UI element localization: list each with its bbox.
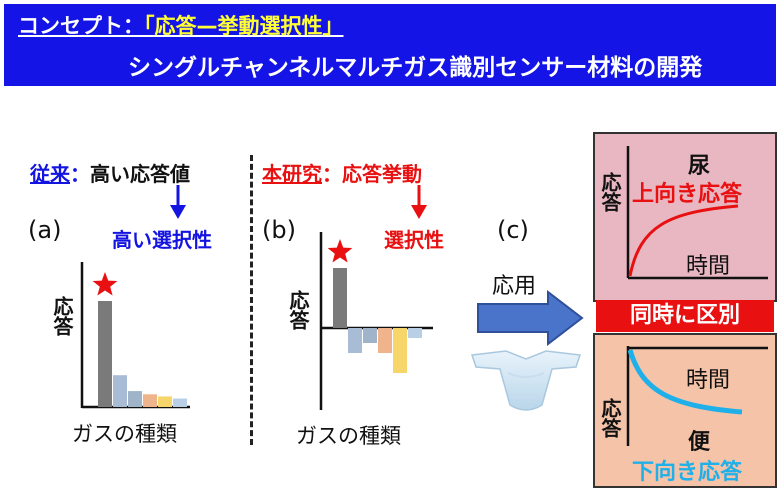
- diaper-image: [470, 350, 582, 411]
- panel-a-heading: 従来：高い応答値: [30, 158, 190, 187]
- panel-a-letter: (a): [28, 216, 62, 244]
- bar: [143, 394, 157, 407]
- concept-title: コンセプト：「応答—挙動選択性」: [18, 10, 344, 40]
- panel-a-heading-rest: 高い応答値: [90, 162, 190, 186]
- application-arrow: [477, 290, 584, 346]
- upward-response-curve: [628, 204, 739, 277]
- panel-b-result: 選択性: [384, 228, 444, 252]
- concept-highlight: 「応答—挙動選択性」: [144, 14, 344, 38]
- panel-b-heading-rest: 応答挙動: [342, 162, 422, 186]
- upward-response-label: 上向き応答: [632, 182, 743, 207]
- star-marker: [92, 272, 118, 296]
- downward-response-plot: [626, 346, 768, 446]
- downward-response-curve: [627, 349, 743, 415]
- panel-b-heading-em: 本研究: [262, 162, 322, 186]
- bar: [158, 396, 172, 407]
- bar: [348, 328, 362, 353]
- panel-b-letter: (b): [262, 216, 296, 244]
- bar: [98, 301, 112, 407]
- bottom-ylabel: 応答: [598, 398, 622, 438]
- simultaneous-distinction-label: 同時に区別: [596, 300, 774, 332]
- title-banner: [4, 4, 776, 86]
- panel-b-xlabel: ガスの種類: [296, 424, 401, 448]
- panel-b-bar-chart: [319, 232, 433, 410]
- star-marker: [327, 239, 353, 263]
- bar: [393, 328, 407, 373]
- downward-response-box: [593, 333, 777, 488]
- downward-response-label: 下向き応答: [632, 460, 743, 485]
- panel-a-down-arrow: [170, 185, 186, 219]
- upward-response-plot: [626, 146, 768, 280]
- panel-b-heading-colon: ：: [322, 162, 342, 186]
- bottom-xlabel: 時間: [686, 368, 731, 393]
- urine-title: 尿: [688, 154, 711, 179]
- top-xlabel: 時間: [686, 254, 731, 279]
- feces-title: 便: [688, 430, 711, 455]
- panel-b-heading: 本研究：応答挙動: [262, 158, 422, 187]
- panel-a-result: 高い選択性: [112, 228, 212, 252]
- panel-a-bar-chart: [80, 262, 190, 409]
- banner-subtitle: シングルチャンネルマルチガス識別センサー材料の開発: [128, 55, 703, 81]
- application-label: 応用: [492, 274, 537, 299]
- bar: [333, 268, 347, 328]
- panel-a-heading-colon: ：: [70, 162, 90, 186]
- panel-a-xlabel: ガスの種類: [72, 422, 177, 446]
- panel-c-letter: (c): [497, 216, 529, 244]
- top-ylabel: 応答: [598, 172, 622, 212]
- panel-b-down-arrow: [411, 185, 427, 219]
- bar: [113, 375, 127, 407]
- bar: [128, 391, 142, 407]
- bar: [173, 398, 187, 407]
- bar: [363, 328, 377, 343]
- concept-prefix: コンセプト：: [18, 14, 144, 38]
- panel-a-heading-em: 従来: [30, 162, 70, 186]
- bar: [408, 328, 422, 338]
- panel-b-ylabel: 応答: [286, 290, 310, 330]
- panel-divider: [250, 155, 253, 445]
- panel-a-ylabel: 応答: [50, 296, 74, 336]
- bar: [378, 328, 392, 353]
